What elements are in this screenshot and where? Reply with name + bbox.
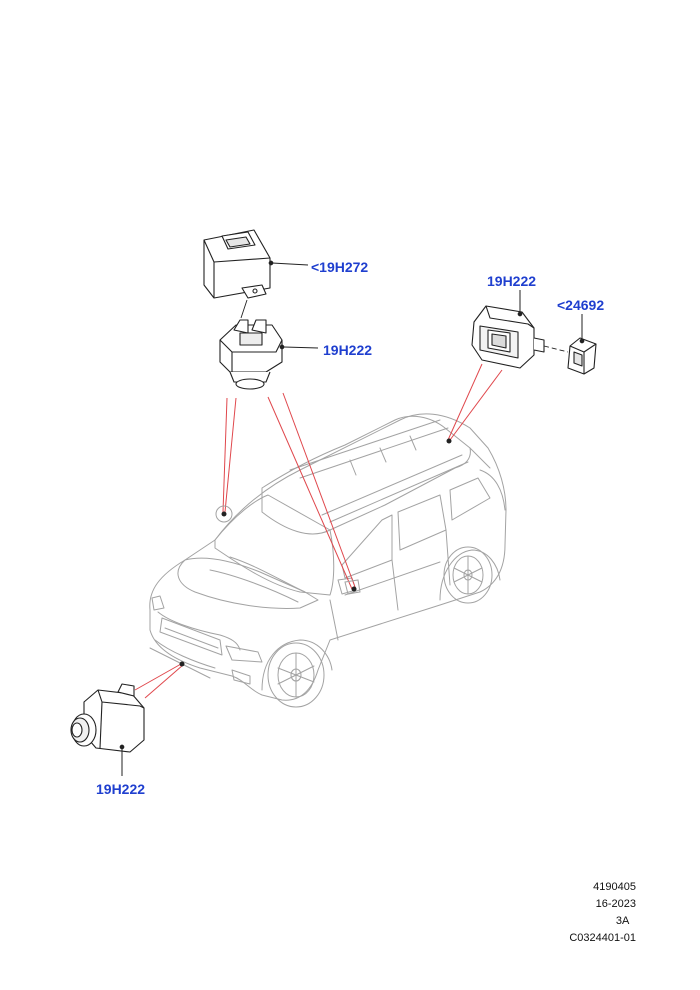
illustration-number: 4190405	[593, 881, 636, 893]
camera-front-part	[70, 683, 145, 753]
drawing-code: C0324401-01	[569, 932, 636, 944]
callout-camera-rear[interactable]: 19H222	[487, 273, 537, 289]
leader-lines	[134, 363, 503, 699]
vehicle-illustration	[149, 413, 507, 708]
date-code: 16-2023	[595, 898, 636, 910]
camera-housing-part	[203, 229, 274, 299]
callout-connector[interactable]: <24692	[557, 297, 605, 313]
mount-points	[179, 438, 452, 667]
camera-rear-part	[471, 305, 545, 369]
windscreen-mount-dot	[221, 511, 227, 517]
revision-code: 3A	[615, 915, 630, 927]
callout-camera-housing[interactable]: <19H272	[311, 259, 369, 275]
callout-camera-front[interactable]: 19H222	[96, 781, 146, 797]
mirror-mount-dot	[351, 586, 357, 592]
camera-top-part	[219, 319, 285, 390]
grille-mount-dot	[179, 661, 185, 667]
reference-block: 4190405 16-2023 3A C0324401-01	[569, 879, 636, 947]
roof-mount-dot	[446, 438, 452, 444]
connector-part	[567, 337, 597, 375]
callout-camera-top[interactable]: 19H222	[323, 342, 373, 358]
